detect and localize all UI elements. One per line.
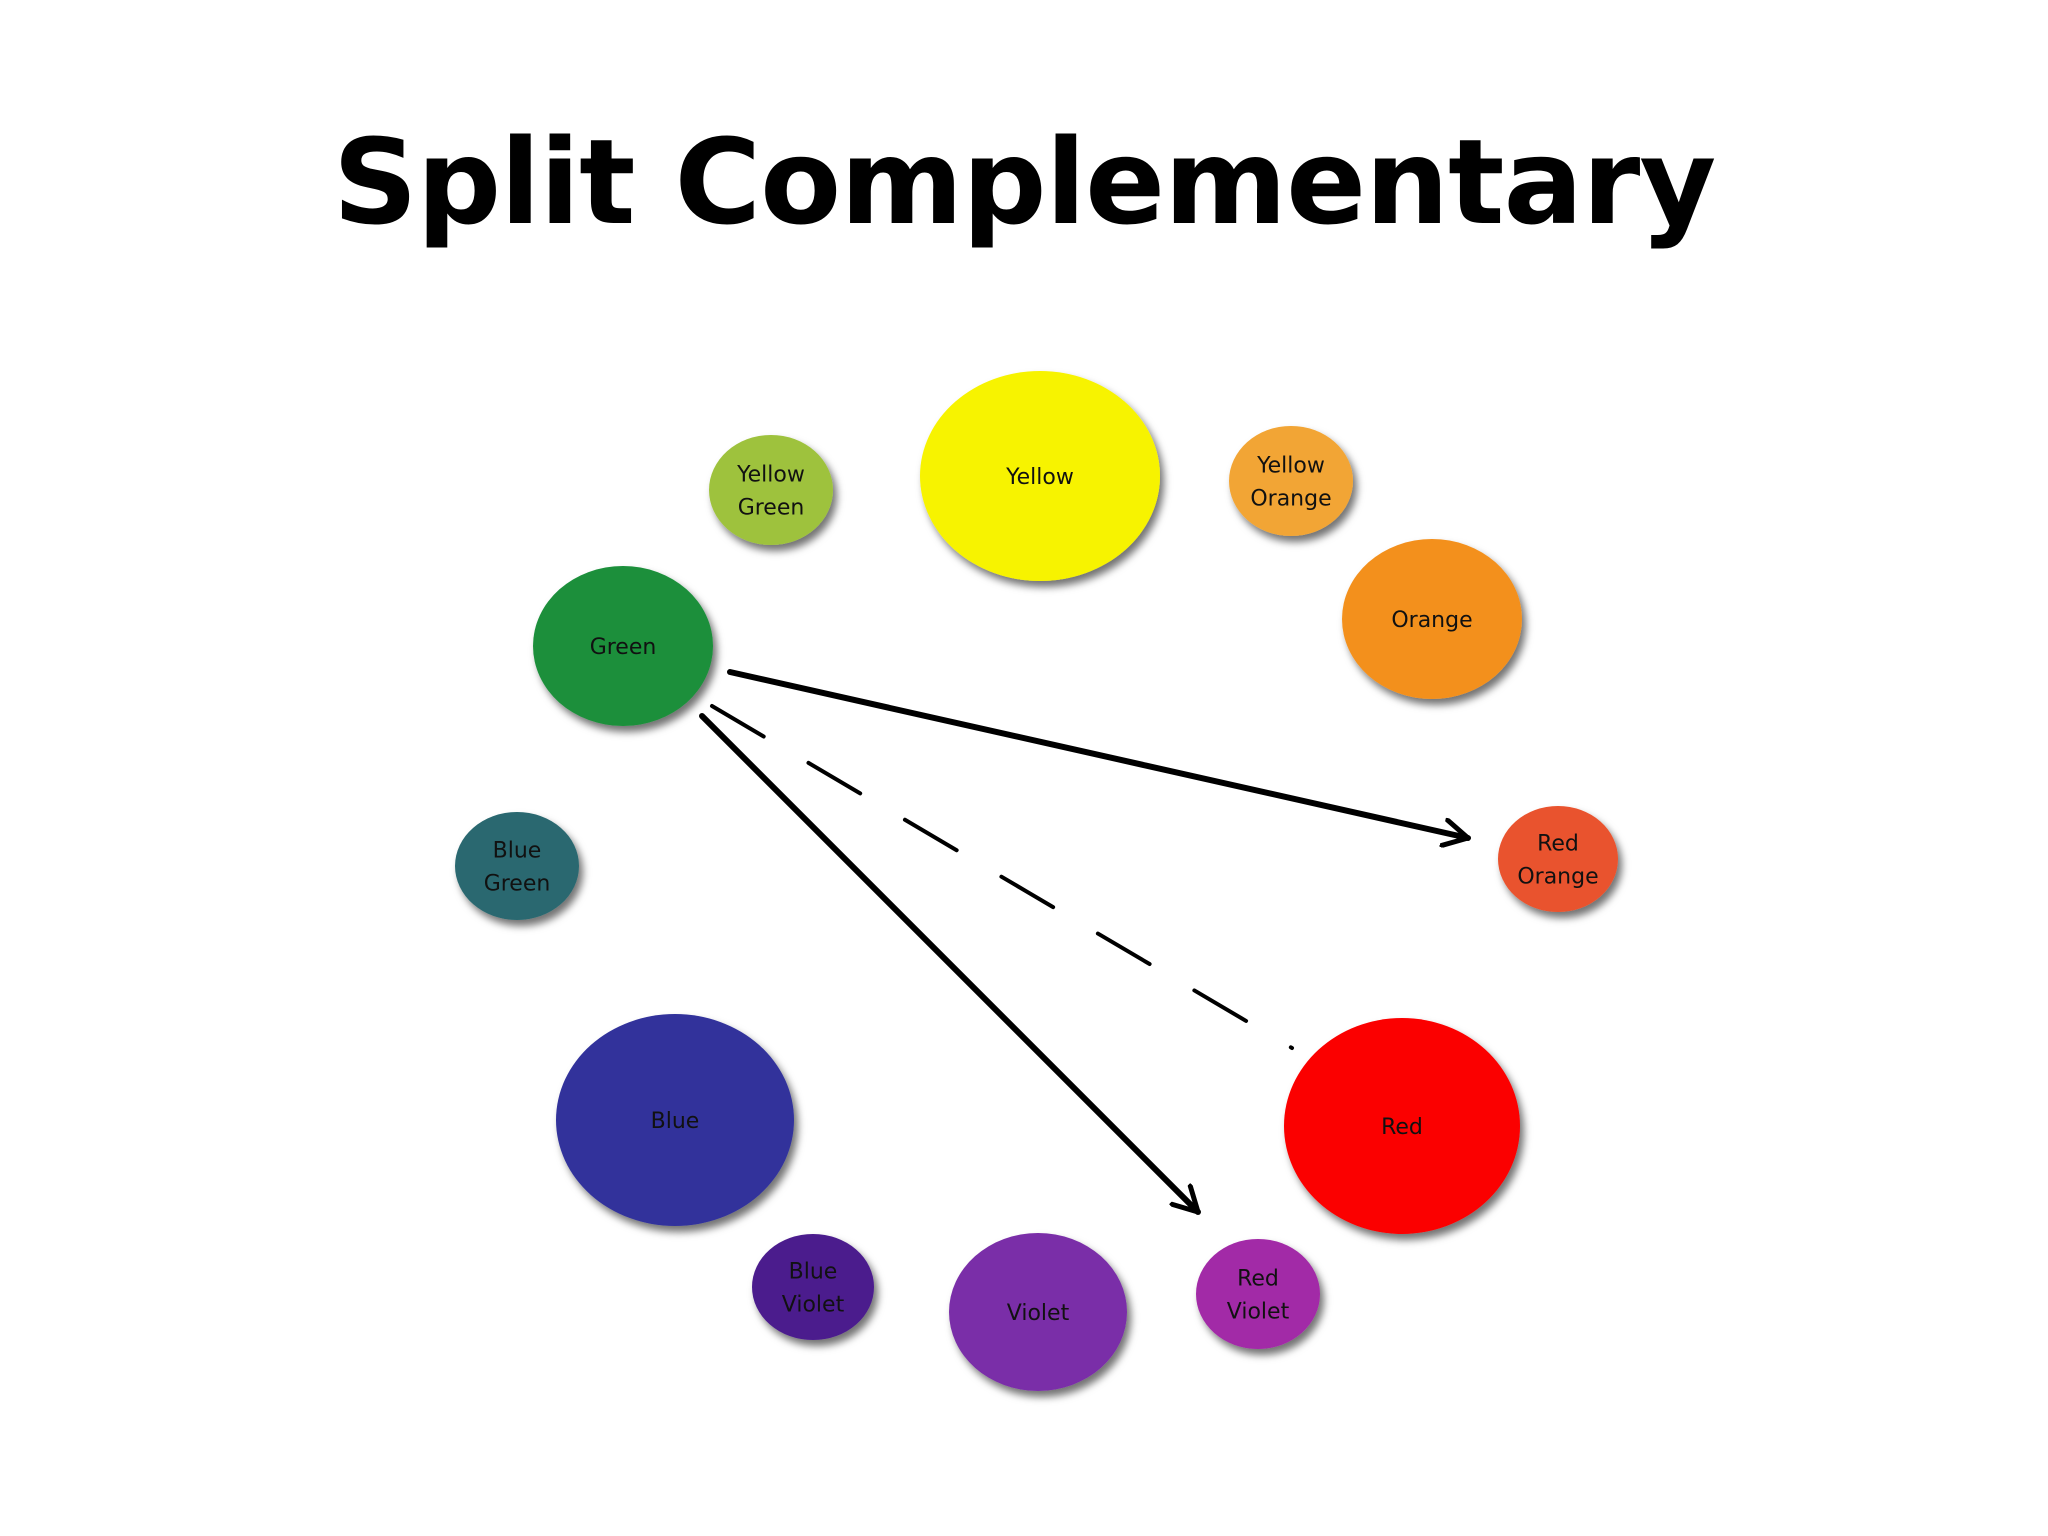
page-title: Split Complementary (332, 113, 1717, 251)
color-swatch-blue (556, 1014, 794, 1226)
color-swatch-yellow-green (709, 435, 833, 545)
color-circle-red: Red (1284, 1018, 1520, 1234)
color-label-blue-violet-line-2: Violet (782, 1293, 845, 1318)
color-circle-blue: Blue (556, 1014, 794, 1226)
relation-lines (699, 669, 1471, 1215)
color-circle-violet: Violet (949, 1233, 1127, 1391)
color-swatch-blue-violet (752, 1234, 874, 1340)
color-label-red-orange-line-1: Red (1537, 832, 1579, 857)
arrow-green-to-red-violet (699, 713, 1201, 1215)
color-circle-orange: Orange (1342, 539, 1522, 699)
arrow-green-to-red-orange (727, 669, 1471, 838)
color-label-blue-violet-line-1: Blue (789, 1260, 838, 1285)
color-label-violet-line-1: Violet (1007, 1301, 1070, 1326)
color-label-yellow-line-1: Yellow (1005, 465, 1074, 490)
color-label-yellow-green-line-2: Green (738, 496, 805, 521)
color-label-yellow-green-line-1: Yellow (736, 463, 805, 488)
color-swatch-violet (949, 1233, 1127, 1391)
color-label-red-orange-line-2: Orange (1517, 865, 1598, 890)
color-label-yellow-orange-line-2: Orange (1250, 487, 1331, 512)
color-label-orange-line-1: Orange (1391, 608, 1472, 633)
color-swatch-blue-green (455, 812, 579, 920)
color-swatch-yellow (920, 371, 1160, 581)
color-swatch-red (1284, 1018, 1520, 1234)
color-swatch-green (533, 566, 713, 726)
color-circle-green: Green (533, 566, 713, 726)
color-swatch-red-violet (1196, 1239, 1320, 1349)
color-label-red-violet-line-2: Violet (1227, 1300, 1290, 1325)
color-swatch-yellow-orange (1229, 426, 1353, 536)
color-swatch-orange (1342, 539, 1522, 699)
dashed-line-green-to-red (710, 704, 1294, 1050)
color-label-green-line-1: Green (590, 635, 657, 660)
color-label-red-line-1: Red (1381, 1115, 1423, 1140)
color-label-blue-green-line-2: Green (484, 872, 551, 897)
color-label-yellow-orange-line-1: Yellow (1256, 454, 1325, 479)
color-circle-yellow: Yellow (920, 371, 1160, 581)
color-swatch-red-orange (1498, 806, 1618, 912)
color-label-blue-green-line-1: Blue (493, 839, 542, 864)
color-label-red-violet-line-1: Red (1237, 1267, 1279, 1292)
color-label-blue-line-1: Blue (651, 1109, 700, 1134)
